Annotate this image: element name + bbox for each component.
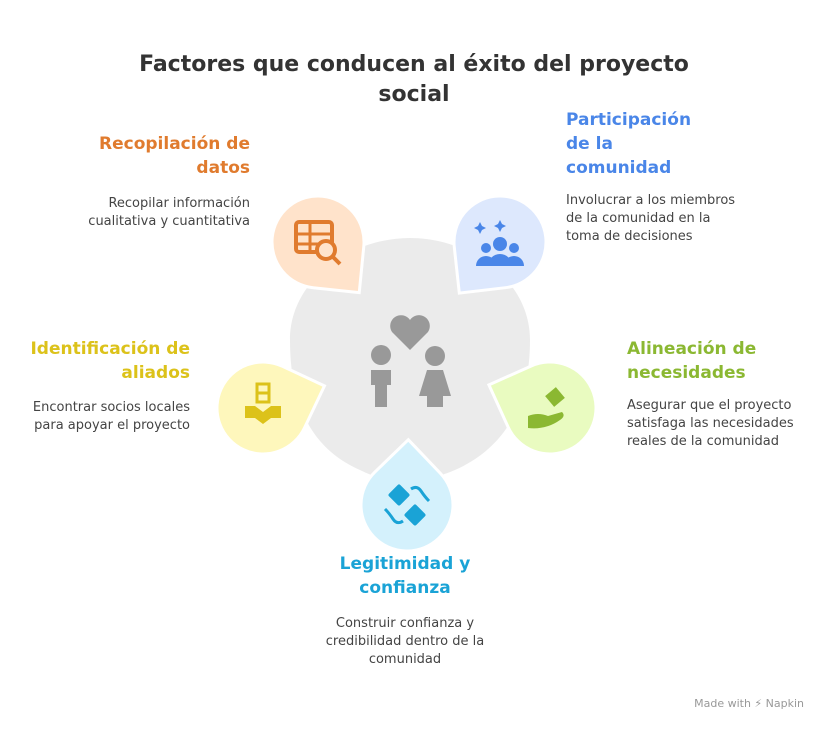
hand-puzzle-icon [528,387,565,429]
handshake-icon [383,484,431,526]
desc-recopilacion: Recopilar información cualitativa y cuan… [88,196,250,229]
center-shape [290,238,530,482]
heading-participacion: Participación de la comunidad [566,110,692,178]
table-search-icon [294,220,342,266]
desc-alineacion: Asegurar que el proyecto satisfaga las n… [627,398,794,449]
drop-hand-puzzle [486,360,598,456]
page-title: Factores que conducen al éxito del proye… [139,52,689,107]
building-handshake-icon [245,382,281,424]
community-icon [474,220,524,266]
heading-identificacion: Identificación de aliados [30,339,190,383]
heading-alineacion: Alineación de necesidades [627,339,757,383]
heading-legitimidad: Legitimidad y confianza [339,554,471,598]
footer-credit: Made with ⚡ Napkin [694,697,804,710]
desc-identificacion: Encontrar socios locales para apoyar el … [32,400,190,433]
desc-participacion: Involucrar a los miembros de la comunida… [566,193,736,244]
heading-recopilacion: Recopilación de datos [99,134,250,178]
couple-heart-icon [371,315,451,407]
desc-legitimidad: Construir confianza y credibilidad dentr… [325,616,485,667]
